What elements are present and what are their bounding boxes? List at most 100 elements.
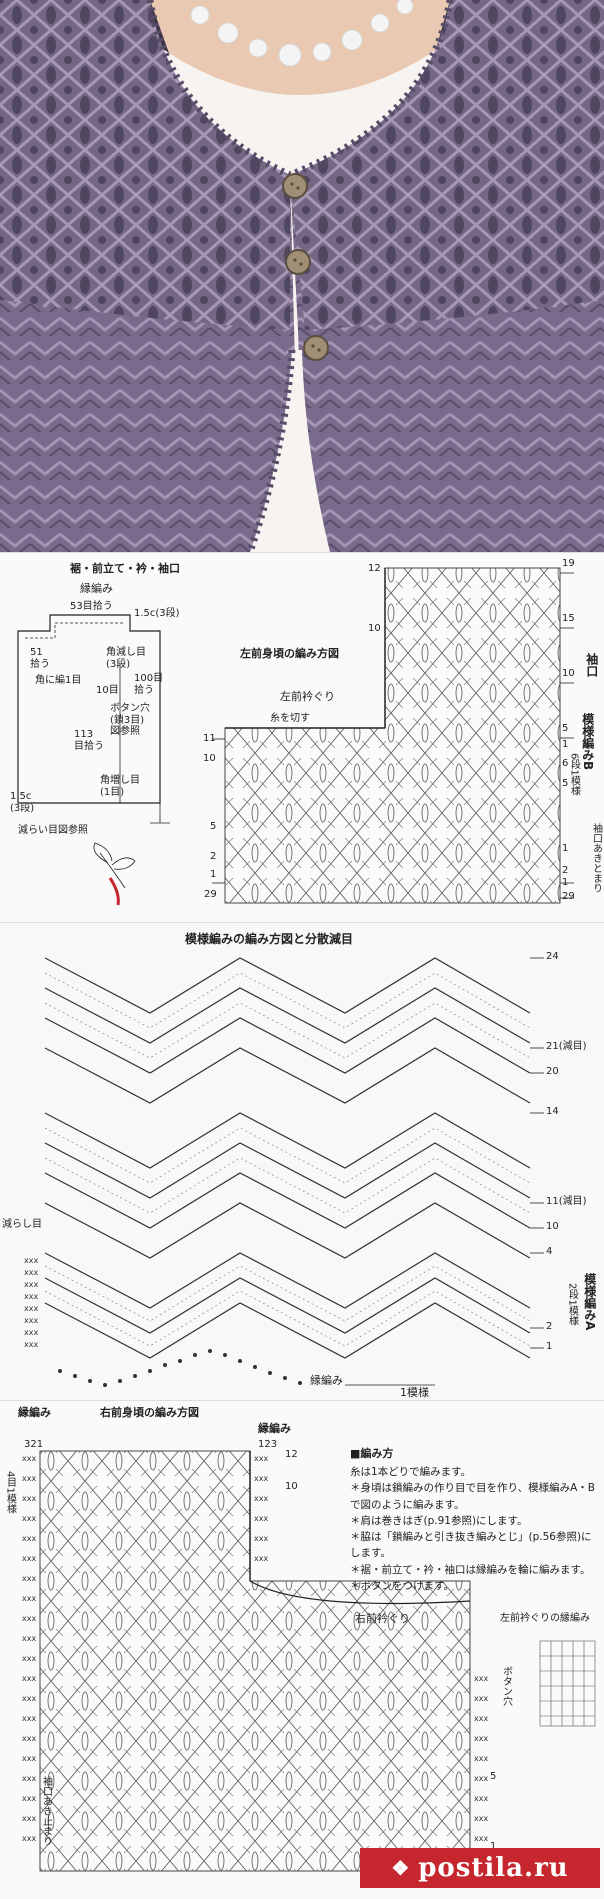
svg-text:xxx: xxx — [254, 1554, 268, 1563]
right-neckline-label: 右前衿ぐり — [355, 1612, 410, 1625]
svg-text:xxx: xxx — [24, 1316, 38, 1325]
left-front-title: 左前身頃の編み方図 — [240, 647, 339, 660]
instruction-line: 糸は1本どりで編みます。 — [350, 1466, 472, 1479]
edging-left-label: 縁編み — [18, 1406, 51, 1419]
bot-row-5: 5 — [490, 1771, 497, 1782]
ripple-row-24: 24 — [546, 951, 559, 962]
instruction-line: ＊脇は「鎖編みと引き抜き編みとじ」(p.56参照)にします。 — [350, 1531, 592, 1560]
row-10-right: 10 — [562, 668, 575, 679]
row-29-left: 29 — [204, 889, 217, 900]
svg-text:xxx: xxx — [22, 1494, 36, 1503]
row-6-right: 6 — [562, 758, 569, 769]
ripple-row-20: 20 — [546, 1066, 559, 1077]
armhole-stop-label: 袖口あき止まり — [40, 1776, 52, 1846]
repeat-4-label: 4目1模様 — [4, 1471, 16, 1514]
ripple-row-14: 14 — [546, 1106, 559, 1117]
corner-decrease-label: 角減し目 (3段) — [106, 647, 146, 670]
svg-text:xxx: xxx — [254, 1494, 268, 1503]
decrease-label: 減らし目 — [2, 1219, 42, 1230]
row-10b-left: 10 — [203, 753, 216, 764]
measure-1-5c-bottom-label: 1.5c (3段) — [10, 791, 35, 814]
svg-text:xxx: xxx — [22, 1694, 36, 1703]
ripple-row-2: 2 — [546, 1321, 553, 1332]
row-5-left: 5 — [210, 821, 217, 832]
svg-text:xxx: xxx — [474, 1834, 488, 1843]
svg-text:xxx: xxx — [474, 1714, 488, 1723]
row-2-right: 2 — [562, 865, 569, 876]
ripple-row-11: 11(減目) — [546, 1196, 587, 1207]
instruction-line: ＊裾・前立て・衿・袖口は縁編みを輪に編みます。 — [350, 1563, 591, 1576]
svg-text:xxx: xxx — [22, 1454, 36, 1463]
row-5-right: 5 — [562, 723, 569, 734]
svg-text:xxx: xxx — [22, 1574, 36, 1583]
bot-row-12: 12 — [285, 1449, 298, 1460]
svg-text:xxx: xxx — [474, 1814, 488, 1823]
picked-100-label: 100目 拾う — [134, 673, 164, 696]
ripple-row-21: 21(減目) — [546, 1041, 587, 1052]
ripple-chart-title: 模様編みの編み方図と分散減目 — [185, 932, 354, 946]
svg-text:xxx: xxx — [22, 1794, 36, 1803]
instructions-box: ■編み方 糸は1本どりで編みます。 ＊身頃は鎖編みの作り目で目を作り、模様編みA… — [350, 1445, 600, 1594]
schematic-and-chart-drawing — [17, 567, 574, 906]
armhole-end-label: 袖口あきとまり — [590, 823, 602, 893]
svg-text:xxx: xxx — [22, 1534, 36, 1543]
watermark-text: postila.ru — [418, 1853, 569, 1883]
garment-photo — [0, 0, 604, 552]
row-5b-right: 5 — [562, 778, 569, 789]
svg-text:xxx: xxx — [24, 1268, 38, 1277]
left-neck-edging-label: 左前衿ぐりの縁編み — [500, 1613, 590, 1624]
svg-text:xxx: xxx — [24, 1256, 38, 1265]
svg-text:xxx: xxx — [22, 1634, 36, 1643]
measure-1-5c-label: 1.5c(3段) — [134, 608, 180, 619]
bot-row-1: 1 — [490, 1841, 497, 1852]
repeat-6-label: 6段1模様 — [568, 753, 580, 796]
svg-text:xxx: xxx — [22, 1814, 36, 1823]
repeat-2-label: 2段1模様 — [566, 1283, 578, 1326]
svg-text:xxx: xxx — [254, 1454, 268, 1463]
row-1-left: 1 — [210, 869, 217, 880]
svg-text:xxx: xxx — [22, 1474, 36, 1483]
svg-text:xxx: xxx — [254, 1514, 268, 1523]
bot-row-10: 10 — [285, 1481, 298, 1492]
svg-text:xxx: xxx — [24, 1292, 38, 1301]
ripple-row-10: 10 — [546, 1221, 559, 1232]
svg-text:xxx: xxx — [22, 1614, 36, 1623]
picked-113-label: 113 目拾う — [74, 729, 104, 752]
svg-text:xxx: xxx — [474, 1794, 488, 1803]
svg-text:xxx: xxx — [24, 1328, 38, 1337]
svg-text:xxx: xxx — [22, 1554, 36, 1563]
right-front-title: 右前身頃の編み方図 — [100, 1406, 199, 1419]
picked-53-label: 53目拾う — [70, 601, 113, 612]
instructions-heading: ■編み方 — [350, 1447, 394, 1460]
ripple-row-4: 4 — [546, 1246, 553, 1257]
row-15-right: 15 — [562, 613, 575, 624]
svg-text:xxx: xxx — [474, 1754, 488, 1763]
row-1b-right: 1 — [562, 843, 569, 854]
instruction-line: ＊肩は巻きはぎ(p.91参照)にします。 — [350, 1514, 528, 1527]
cuff-label: 袖口 — [584, 653, 599, 677]
ripple-row-1: 1 — [546, 1341, 553, 1352]
svg-text:xxx: xxx — [22, 1594, 36, 1603]
corner-one-label: 角に編1目 — [35, 675, 82, 686]
row-10-left: 10 — [368, 623, 381, 634]
stitch-count-left: 321 — [24, 1439, 44, 1450]
ripple-edging-label: 縁編み — [310, 1374, 343, 1387]
left-neckline-label: 左前衿ぐり — [280, 690, 335, 703]
row-19-right: 19 — [562, 558, 575, 569]
svg-text:xxx: xxx — [24, 1304, 38, 1313]
picked-51-label: 51 拾う — [30, 647, 50, 670]
row-1c-right: 1 — [562, 877, 569, 888]
svg-text:xxx: xxx — [22, 1654, 36, 1663]
photo-illustration — [0, 0, 604, 552]
instruction-line: ＊身頃は鎖編みの作り目で目を作り、模様編みA・B で図のように編みます。 — [350, 1482, 595, 1511]
svg-text:xxx: xxx — [254, 1534, 268, 1543]
row-2-left: 2 — [210, 851, 217, 862]
watermark-badge[interactable]: postila.ru — [360, 1848, 600, 1888]
row-1-right: 1 — [562, 739, 569, 750]
svg-text:xxx: xxx — [22, 1754, 36, 1763]
ten-stitches-label: 10目 — [96, 685, 119, 696]
buttonhole-label: ボタン穴 (鎖3目) 図参照 — [110, 703, 150, 737]
decrease-ref-label: 減らい目図参照 — [18, 825, 88, 836]
svg-text:xxx: xxx — [24, 1280, 38, 1289]
